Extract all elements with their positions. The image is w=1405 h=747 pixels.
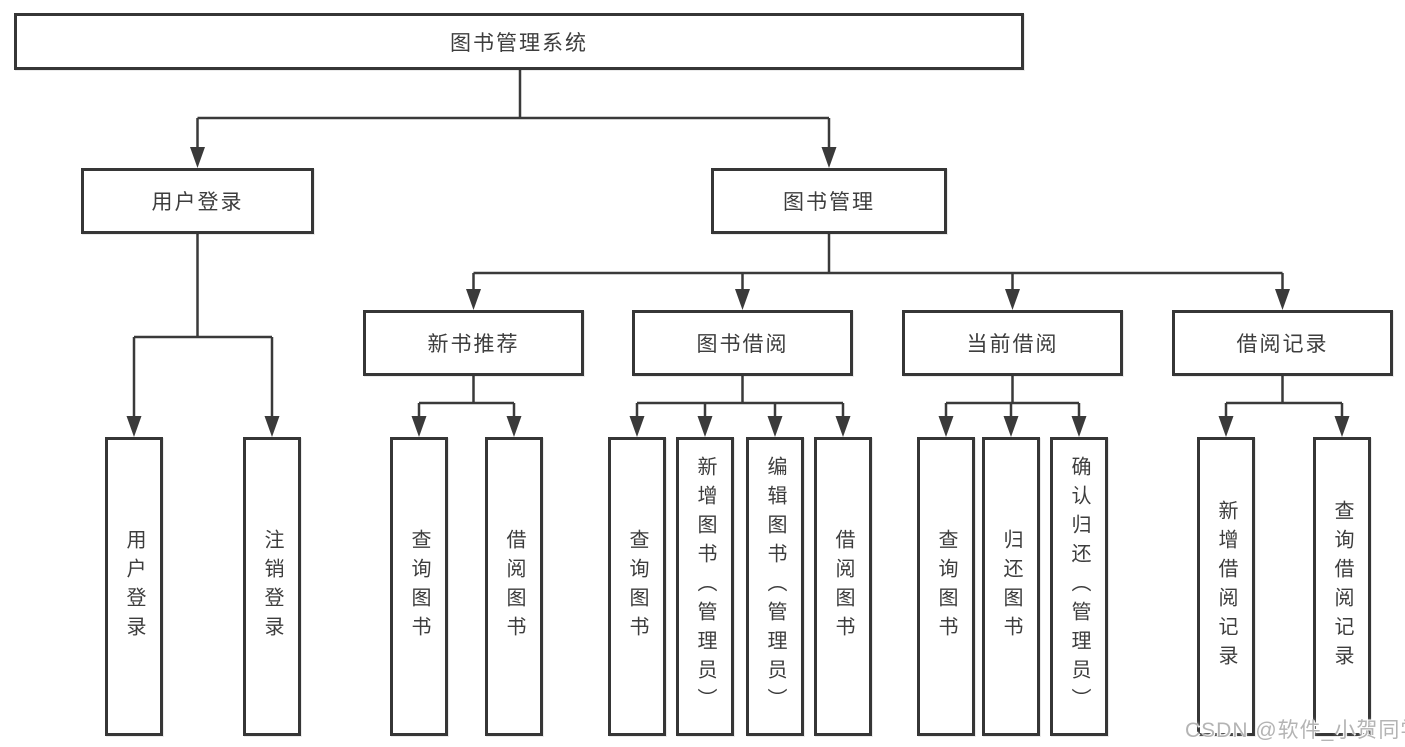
arrowheads — [126, 147, 1350, 437]
node-new-book-recommend: 新书推荐 — [363, 310, 584, 376]
leaf-label: 查询图书 — [935, 528, 957, 645]
leaf-label: 确认归还（管理员） — [1068, 456, 1090, 717]
node-label: 图书借阅 — [696, 333, 789, 356]
leaf-query-books-recommend: 查询图书 — [390, 437, 448, 736]
leaf-label: 用户登录 — [123, 528, 145, 645]
leaf-label: 编辑图书（管理员） — [764, 456, 786, 717]
leaf-query-books-current: 查询图书 — [917, 437, 975, 736]
leaf-confirm-return-admin: 确认归还（管理员） — [1050, 437, 1108, 736]
node-label: 当前借阅 — [966, 333, 1059, 356]
leaf-label: 借阅图书 — [503, 528, 525, 645]
leaf-label: 注销登录 — [261, 528, 283, 645]
leaf-label: 查询借阅记录 — [1331, 499, 1353, 674]
leaf-label: 查询图书 — [408, 528, 430, 645]
csdn-watermark: CSDN @软件_小贺同学 — [1185, 719, 1405, 742]
leaf-add-books-admin: 新增图书（管理员） — [676, 437, 734, 736]
node-book-borrow: 图书借阅 — [632, 310, 853, 376]
leaf-borrow-books-recommend: 借阅图书 — [485, 437, 543, 736]
connector-path — [132, 69, 1344, 419]
leaf-borrow-books: 借阅图书 — [814, 437, 872, 736]
leaf-label: 借阅图书 — [832, 528, 854, 645]
leaf-query-borrow-record: 查询借阅记录 — [1313, 437, 1371, 736]
node-label: 借阅记录 — [1236, 333, 1329, 356]
leaf-edit-books-admin: 编辑图书（管理员） — [746, 437, 804, 736]
node-user-login: 用户登录 — [81, 168, 314, 234]
node-label: 新书推荐 — [427, 333, 520, 356]
node-current-borrow: 当前借阅 — [902, 310, 1123, 376]
leaf-add-borrow-record: 新增借阅记录 — [1197, 437, 1255, 736]
leaf-return-books: 归还图书 — [982, 437, 1040, 736]
leaf-label: 查询图书 — [626, 528, 648, 645]
node-book-management: 图书管理 — [711, 168, 947, 234]
leaf-user-login: 用户登录 — [105, 437, 163, 736]
leaf-logout: 注销登录 — [243, 437, 301, 736]
leaf-label: 归还图书 — [1000, 528, 1022, 645]
leaf-label: 新增图书（管理员） — [694, 456, 716, 717]
leaf-label: 新增借阅记录 — [1215, 499, 1237, 674]
node-label: 用户登录 — [151, 191, 244, 214]
node-system-root: 图书管理系统 — [14, 13, 1024, 70]
node-borrow-records: 借阅记录 — [1172, 310, 1393, 376]
node-label: 图书管理系统 — [450, 31, 588, 55]
leaf-query-books-borrow: 查询图书 — [608, 437, 666, 736]
node-label: 图书管理 — [783, 191, 875, 214]
